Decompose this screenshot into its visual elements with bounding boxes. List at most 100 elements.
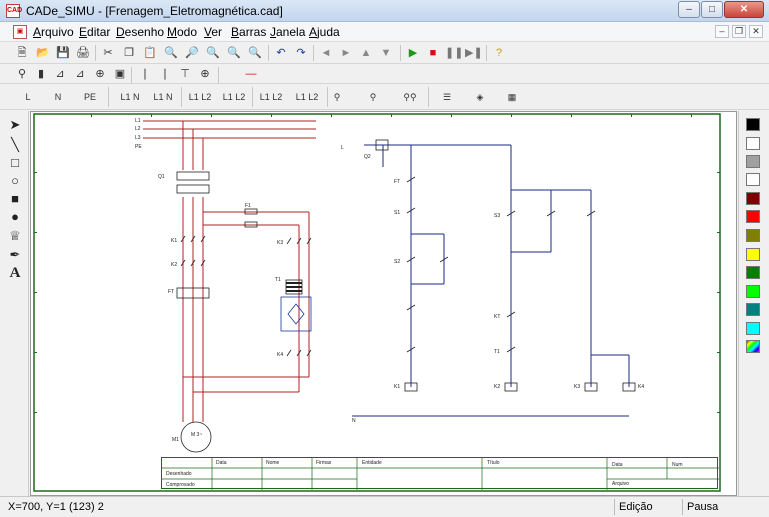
color-swatch[interactable] <box>746 266 760 279</box>
open-folder-icon[interactable]: 📂 <box>36 47 50 59</box>
title-block: Data Nome Firmas Entidade Título Desenha… <box>161 457 719 490</box>
timer-icon[interactable]: ⊕ <box>200 68 210 80</box>
bridge-icon[interactable]: ▦ <box>507 92 517 102</box>
pushbutton-icon[interactable]: ⊤ <box>180 68 190 80</box>
tb-arquivo: Arquivo <box>612 481 629 487</box>
busbar-icon[interactable]: ☰ <box>442 92 452 102</box>
color-swatch[interactable] <box>746 155 760 168</box>
terminal-alt-icon[interactable]: ⚲ <box>369 92 377 102</box>
menu-barras[interactable]: Barras <box>231 25 267 39</box>
save-icon[interactable]: 💾 <box>56 47 70 59</box>
color-swatch[interactable] <box>746 229 760 242</box>
rectifier-icon[interactable]: ◈ <box>476 92 484 102</box>
label-l1: L1 <box>135 118 141 124</box>
undo-icon[interactable]: ↶ <box>276 47 286 59</box>
terminal-icon[interactable]: ⚲ <box>333 92 341 102</box>
mdi-close-button[interactable]: ✕ <box>749 25 763 38</box>
supply-l-button[interactable]: L <box>25 92 31 102</box>
align-right-icon[interactable]: ► <box>340 47 352 59</box>
help-icon[interactable]: ? <box>495 47 503 59</box>
mdi-minimize-button[interactable]: – <box>715 25 729 38</box>
status-bar: X=700, Y=1 (123) 2 Edição Pausa <box>0 496 769 517</box>
relay-icon[interactable]: ⊕ <box>95 68 105 80</box>
menu-bar: ▣ Arquivo Editar Desenho Modo Ver Barras… <box>0 22 769 42</box>
copy-icon[interactable]: ❐ <box>124 47 134 59</box>
supply-3pn-button[interactable]: L1 L2 L3 N <box>222 92 246 120</box>
supply-3pn-alt-button[interactable]: L1 L2 L3 N <box>259 92 283 120</box>
color-swatch[interactable] <box>746 173 760 186</box>
color-swatch[interactable] <box>746 118 760 131</box>
line-tool-icon[interactable]: ╲ <box>11 137 19 152</box>
title-block-grid <box>162 458 719 490</box>
supply-pe-button[interactable]: PE <box>83 92 96 102</box>
label-q2: Q2 <box>364 154 371 160</box>
breaker-icon[interactable]: ⊿ <box>55 68 65 80</box>
redo-icon[interactable]: ↷ <box>296 47 306 59</box>
eyedropper-icon[interactable]: ✒ <box>9 247 21 262</box>
new-file-icon[interactable]: 🗎 <box>17 47 27 59</box>
fuse-icon[interactable]: ▮ <box>37 68 45 80</box>
menu-ver[interactable]: Ver <box>204 25 223 39</box>
zoom-in-icon[interactable]: 🔍 <box>164 47 178 59</box>
document-icon[interactable]: ▣ <box>13 25 27 39</box>
supply-n-button[interactable]: N <box>54 92 62 102</box>
zoom-fit-icon[interactable]: 🔍 <box>227 47 241 59</box>
custom-color-icon[interactable] <box>746 340 760 353</box>
color-swatch[interactable] <box>746 137 760 150</box>
minimize-button[interactable]: – <box>678 1 700 18</box>
coil-icon[interactable]: ▣ <box>114 68 126 80</box>
menu-desenho[interactable]: Desenho <box>116 25 165 39</box>
menu-modo[interactable]: Modo <box>167 25 198 39</box>
align-top-icon[interactable]: ▲ <box>360 47 372 59</box>
menu-arquivo[interactable]: Arquivo <box>33 25 74 39</box>
paste-icon[interactable]: 📋 <box>143 47 157 59</box>
fill-bucket-icon[interactable]: ♕ <box>9 228 21 243</box>
lamp-icon[interactable]: ⚲ <box>17 68 27 80</box>
menu-ajuda[interactable]: Ajuda <box>309 25 340 39</box>
menu-janela[interactable]: Janela <box>270 25 306 39</box>
supply-3p-button[interactable]: L1 L2 L3 <box>188 92 212 120</box>
align-bottom-icon[interactable]: ▼ <box>380 47 392 59</box>
color-swatch[interactable] <box>746 210 760 223</box>
title-bar: CAD CADe_SIMU - [Frenagem_Eletromagnétic… <box>0 0 769 22</box>
tb-num: Num <box>672 462 683 468</box>
zoom-select-icon[interactable]: 🔍 <box>248 47 262 59</box>
supply-l1n-button[interactable]: L1 N <box>120 92 140 102</box>
color-swatch[interactable] <box>746 192 760 205</box>
play-icon[interactable]: ▶ <box>408 47 418 59</box>
text-tool-icon[interactable]: A <box>9 265 21 281</box>
tb-header-entidade: Entidade <box>362 460 382 466</box>
zoom-window-icon[interactable]: 🔍 <box>206 47 220 59</box>
step-icon[interactable]: ▶❚ <box>465 47 483 59</box>
terminal-double-icon[interactable]: ⚲⚲ <box>403 92 417 102</box>
align-left-icon[interactable]: ◄ <box>320 47 332 59</box>
contact-nc-icon[interactable]: ❘ <box>160 68 170 80</box>
drawing-canvas[interactable]: L1 L2 L3 PE Q1 F1 K1 K2 K3 K4 FT T1 M1 M… <box>30 111 737 496</box>
color-swatch[interactable] <box>746 285 760 298</box>
stop-icon[interactable]: ■ <box>429 47 437 59</box>
contact-no-icon[interactable]: ❘ <box>140 68 150 80</box>
label-ft: FT <box>168 289 175 295</box>
zoom-out-icon[interactable]: 🔎 <box>185 47 199 59</box>
color-swatch[interactable] <box>746 322 760 335</box>
color-swatch[interactable] <box>746 303 760 316</box>
supply-3pnpe-button[interactable]: L1 L2 L3 N PE <box>290 92 324 120</box>
rectangle-tool-icon[interactable]: □ <box>11 155 19 170</box>
select-arrow-icon[interactable]: ➤ <box>9 117 21 132</box>
switch-3p-icon[interactable]: ⊿ <box>75 68 85 80</box>
mdi-restore-button[interactable]: ❐ <box>732 25 746 38</box>
filled-rectangle-tool-icon[interactable]: ■ <box>11 191 19 206</box>
maximize-button[interactable]: □ <box>701 1 723 18</box>
print-icon[interactable]: 🖨 <box>76 47 90 59</box>
wire-red-icon[interactable]: — <box>245 68 257 80</box>
close-button[interactable]: ✕ <box>724 1 764 18</box>
filled-ellipse-tool-icon[interactable]: ● <box>11 209 19 224</box>
color-swatch[interactable] <box>746 248 760 261</box>
tb-row-comprovado: Comprovado <box>166 482 195 488</box>
label-s2: S2 <box>394 259 401 265</box>
cut-icon[interactable]: ✂ <box>103 47 113 59</box>
supply-l1npe-button[interactable]: L1 N PE <box>153 92 173 120</box>
pause-icon[interactable]: ❚❚ <box>445 47 464 59</box>
menu-editar[interactable]: Editar <box>79 25 111 39</box>
ellipse-tool-icon[interactable]: ○ <box>11 173 19 188</box>
